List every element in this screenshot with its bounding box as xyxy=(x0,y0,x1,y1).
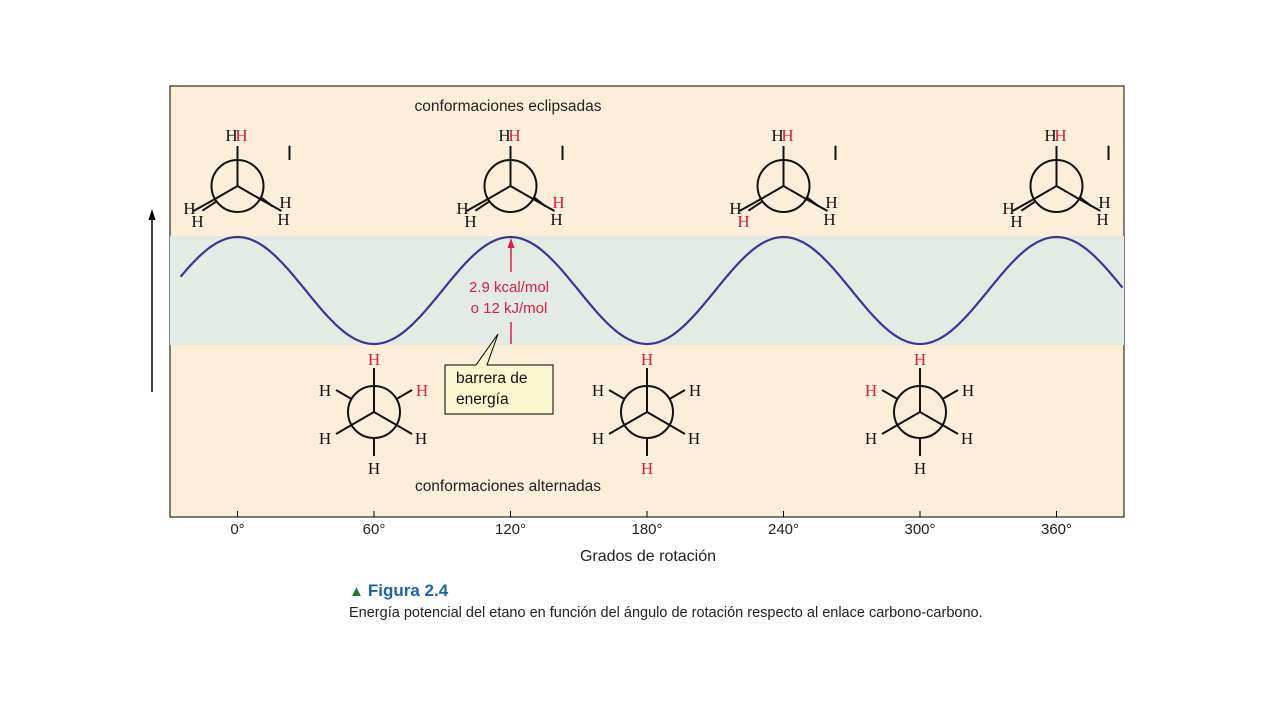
h-atom-upper-left: H xyxy=(592,381,604,400)
caption-marker-icon: ▲ xyxy=(349,583,364,600)
h-atom-back-right: H xyxy=(825,193,837,212)
x-tick-label: 240° xyxy=(768,521,799,538)
y-axis-arrow xyxy=(148,209,156,392)
h-atom-bottom: H xyxy=(914,459,926,478)
energy-band xyxy=(170,236,1124,345)
h-atom-back-right: H xyxy=(279,193,291,212)
h-atom-front-right: H xyxy=(1096,210,1108,229)
caption-title: ▲Figura 2.4 xyxy=(349,580,1149,603)
h-atom-bottom: H xyxy=(641,459,653,478)
x-tick-label: 0° xyxy=(230,521,244,538)
h-atom-upper-left: H xyxy=(865,381,877,400)
h-atom-front-top: H xyxy=(498,126,510,145)
h-atom-front-top: H xyxy=(771,126,783,145)
barrier-annotation: 2.9 kcal/mol o 12 kJ/mol xyxy=(469,238,549,344)
barrier-value-kcal: 2.9 kcal/mol xyxy=(469,279,549,296)
x-axis-title: Grados de rotación xyxy=(580,548,716,565)
h-atom-lower-right: H xyxy=(688,429,700,448)
h-atom-back-left: H xyxy=(1010,212,1022,231)
h-atom-back-top: H xyxy=(235,126,247,145)
h-atom-lower-left: H xyxy=(319,429,331,448)
h-atom-front-right: H xyxy=(277,210,289,229)
caption-title-text: Figura 2.4 xyxy=(367,581,449,600)
h-atom-front-right: H xyxy=(823,210,835,229)
h-atom-back-right: H xyxy=(552,193,564,212)
h-atom-lower-left: H xyxy=(865,429,877,448)
h-atom-upper-left: H xyxy=(319,381,331,400)
callout-line-2: energía xyxy=(456,391,509,408)
h-atom-back-left: H xyxy=(737,212,749,231)
h-atom-front-top: H xyxy=(225,126,237,145)
h-atom-front-left: H xyxy=(1002,199,1014,218)
h-atom-front-left: H xyxy=(183,199,195,218)
h-atom-top: H xyxy=(368,350,380,369)
h-atom-back-top: H xyxy=(1054,126,1066,145)
x-axis: 0° 60° 120° 180° 240° 300° 360° xyxy=(230,511,1072,538)
energy-curve xyxy=(179,235,1124,346)
barrier-callout: barrera de energía xyxy=(444,333,554,415)
h-atom-upper-right: H xyxy=(962,381,974,400)
staggered-label: conformaciones alternadas xyxy=(415,478,601,495)
callout-line-1: barrera de xyxy=(456,370,528,387)
h-atom-back-left: H xyxy=(191,212,203,231)
caption-text: Energía potencial del etano en función d… xyxy=(349,605,983,621)
h-atom-back-right: H xyxy=(1098,193,1110,212)
h-atom-back-top: H xyxy=(508,126,520,145)
newman-staggered-60: H H H H H H xyxy=(319,350,428,478)
newman-staggered-180: H H H H H H xyxy=(592,350,701,478)
barrier-value-kj: o 12 kJ/mol xyxy=(471,300,548,317)
h-atom-top: H xyxy=(641,350,653,369)
h-atom-upper-right: H xyxy=(416,381,428,400)
h-atom-back-top: H xyxy=(781,126,793,145)
x-tick-label: 300° xyxy=(904,521,935,538)
h-atom-front-right: H xyxy=(550,210,562,229)
h-atom-front-left: H xyxy=(729,199,741,218)
h-atom-lower-right: H xyxy=(415,429,427,448)
x-tick-label: 60° xyxy=(363,521,386,538)
h-atom-lower-left: H xyxy=(592,429,604,448)
h-atom-back-left: H xyxy=(464,212,476,231)
h-atom-upper-right: H xyxy=(689,381,701,400)
h-atom-front-top: H xyxy=(1044,126,1056,145)
newman-staggered-300: H H H H H H xyxy=(865,350,974,478)
eclipsed-label: conformaciones eclipsadas xyxy=(415,98,602,115)
h-atom-lower-right: H xyxy=(961,429,973,448)
x-tick-label: 360° xyxy=(1041,521,1072,538)
h-atom-front-left: H xyxy=(456,199,468,218)
figure-caption: ▲Figura 2.4 Energía potencial del etano … xyxy=(349,580,1149,621)
x-tick-label: 180° xyxy=(631,521,662,538)
h-atom-top: H xyxy=(914,350,926,369)
x-tick-label: 120° xyxy=(495,521,526,538)
h-atom-bottom: H xyxy=(368,459,380,478)
